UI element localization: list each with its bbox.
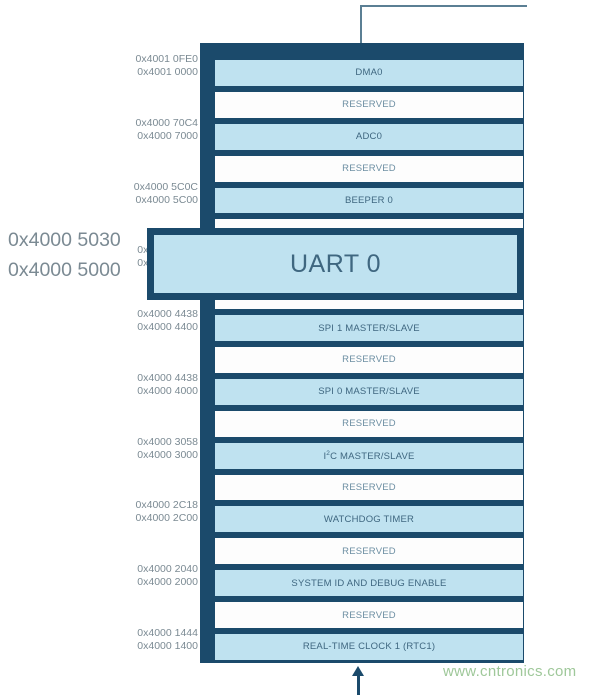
memory-block-label: BEEPER 0 — [344, 195, 394, 206]
address-high: 0x4000 2C18 — [135, 499, 198, 512]
address-high: 0x4000 1444 — [137, 627, 198, 640]
memory-block-reserved[interactable]: RESERVED — [214, 409, 524, 438]
callout-address-high: 0x4000 5030 — [8, 229, 121, 251]
memory-block-label: WATCHDOG TIMER — [323, 513, 415, 525]
address-low: 0x4001 0000 — [137, 65, 198, 78]
address-high: 0x4000 4438 — [137, 308, 198, 321]
uart0-callout-label: UART 0 — [289, 249, 381, 278]
memory-block-reserved[interactable]: RESERVED — [214, 346, 524, 374]
address-high: 0x4000 4438 — [137, 371, 198, 384]
address-low: 0x4000 5C00 — [135, 193, 198, 206]
uart0-callout-block[interactable]: UART 0 — [147, 228, 524, 300]
watermark-text: www.cntronics.com — [443, 663, 577, 680]
address-low: 0x4000 4000 — [137, 384, 198, 397]
memory-block-label: RESERVED — [342, 609, 396, 621]
memory-block-label: REAL-TIME CLOCK 1 (RTC1) — [302, 641, 436, 653]
address-low: 0x4000 7000 — [137, 129, 198, 142]
memory-block-label: I2C MASTER/SLAVE — [323, 449, 415, 462]
address-high: 0x4000 70C4 — [135, 116, 198, 129]
top-connector-vertical-line — [360, 5, 362, 43]
memory-block-label: RESERVED — [342, 418, 396, 430]
memory-block-reserved[interactable]: RESERVED — [214, 537, 524, 566]
address-low: 0x4000 3000 — [137, 448, 198, 461]
memory-block-label: SPI 0 MASTER/SLAVE — [318, 386, 420, 398]
memory-block-label: ADC0 — [355, 131, 383, 143]
memory-block-watchdog-timer[interactable]: WATCHDOG TIMER — [214, 505, 524, 534]
memory-block-spi-0-master-slave[interactable]: SPI 0 MASTER/SLAVE — [214, 377, 524, 406]
memory-block-label: RESERVED — [342, 354, 396, 366]
address-high: 0x4000 2040 — [137, 563, 198, 576]
address-low: 0x4000 1400 — [137, 640, 198, 653]
memory-block-reserved[interactable]: RESERVED — [214, 154, 524, 183]
memory-block-beeper-0[interactable]: BEEPER 0 — [214, 186, 524, 215]
memory-block-adc0[interactable]: ADC0 — [214, 122, 524, 151]
memory-block-reserved[interactable]: RESERVED — [214, 90, 524, 119]
arrow-shaft — [357, 673, 360, 695]
memory-block-label: SYSTEM ID AND DEBUG ENABLE — [291, 577, 447, 589]
address-low: 0x4000 2C00 — [135, 512, 198, 525]
address-high: 0x4000 3058 — [137, 435, 198, 448]
memory-block-label: RESERVED — [342, 163, 396, 175]
callout-address-low: 0x4000 5000 — [8, 259, 121, 281]
memory-block-dma0[interactable]: DMA0 — [214, 59, 524, 87]
memory-block-reserved[interactable]: RESERVED — [214, 601, 524, 630]
arrow-head — [352, 666, 364, 676]
memory-block-label: DMA0 — [355, 67, 383, 79]
callout-address-labels: 0x4000 5030 0x4000 5000 — [8, 225, 140, 285]
memory-block-label: RESERVED — [342, 482, 396, 494]
memory-block-reserved[interactable]: RESERVED — [214, 473, 524, 502]
address-low: 0x4000 2000 — [137, 576, 198, 589]
memory-block-system-id-and-debug-enable[interactable]: SYSTEM ID AND DEBUG ENABLE — [214, 569, 524, 598]
address-high: 0x4000 5C0C — [133, 180, 198, 193]
address-high: 0x4001 0FE0 — [135, 52, 198, 65]
memory-block-label: RESERVED — [342, 99, 396, 111]
memory-block-spi-1-master-slave[interactable]: SPI 1 MASTER/SLAVE — [214, 314, 524, 343]
memory-block-label: SPI 1 MASTER/SLAVE — [318, 322, 420, 334]
memory-block-i2c-master-slave[interactable]: I2C MASTER/SLAVE — [214, 441, 524, 470]
top-connector-horizontal-line — [360, 5, 527, 7]
address-low: 0x4000 4400 — [137, 321, 198, 334]
memory-block-label: RESERVED — [342, 545, 396, 557]
memory-block-real-time-clock-1-rtc1[interactable]: REAL-TIME CLOCK 1 (RTC1) — [214, 633, 524, 661]
